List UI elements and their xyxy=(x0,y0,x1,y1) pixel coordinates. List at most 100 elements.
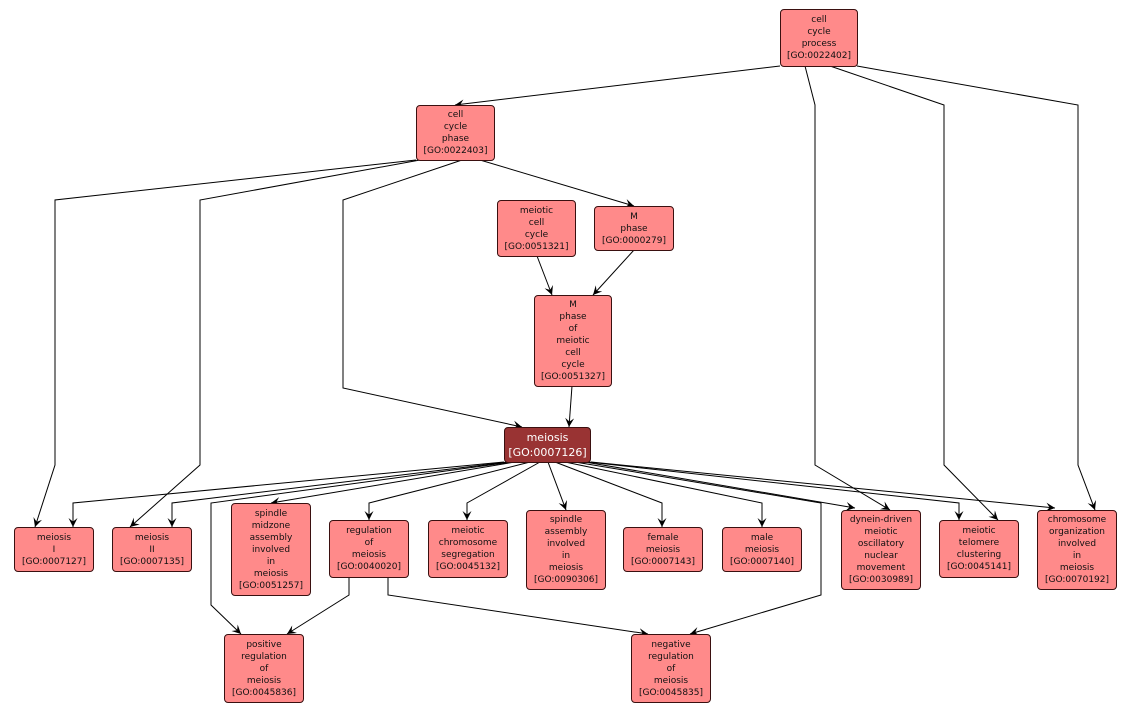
term-label-line: meiotic xyxy=(451,526,485,536)
term-label-line: meiosis xyxy=(253,568,289,579)
term-label-line: M xyxy=(569,300,577,310)
is-a-edge xyxy=(804,65,891,511)
term-id: [GO:0051257] xyxy=(238,580,304,591)
term-label-line: cycle xyxy=(807,27,831,37)
is-a-edge xyxy=(462,461,541,520)
term-label-line: telomere xyxy=(958,538,1000,548)
term-id: [GO:0045141] xyxy=(946,562,1012,572)
term-label-line: negative xyxy=(651,639,691,650)
is-a-edge xyxy=(856,65,1097,511)
term-id: [GO:0045836] xyxy=(231,687,297,698)
term-label-line: meiotic xyxy=(519,205,554,216)
term-label-line: meiosis xyxy=(548,563,584,573)
is-a-edge xyxy=(829,65,999,521)
term-label-line: meiosis xyxy=(645,544,681,555)
is-a-edge xyxy=(565,385,575,428)
term-label-line: M xyxy=(630,211,638,222)
term-label-line: cycle xyxy=(443,122,468,132)
term-label-line: spindle xyxy=(549,515,583,525)
term-label-line: of xyxy=(259,663,269,674)
term-label-line: segregation xyxy=(441,550,495,560)
term-label-line: meiotic xyxy=(864,527,898,537)
term-label-line: assembly xyxy=(249,532,293,543)
term-label-line: of xyxy=(364,538,374,548)
is-a-edge xyxy=(68,461,505,527)
is-a-edge xyxy=(364,461,531,520)
term-id: [GO:0022403] xyxy=(423,146,488,156)
is-a-edge xyxy=(129,159,421,528)
term-label-line: involved xyxy=(251,544,291,555)
term-label-line: process xyxy=(801,39,837,49)
go-term-chromosome-segregation[interactable]: meiotic chromosome segregation [GO:0045132] xyxy=(428,520,508,578)
term-id: [GO:0045835] xyxy=(638,687,704,698)
is-a-edge xyxy=(574,461,822,636)
term-label-line: meiosis xyxy=(246,675,282,686)
is-a-edge xyxy=(454,65,781,109)
term-label-line: organization xyxy=(1049,527,1105,537)
is-a-edge xyxy=(587,461,964,520)
term-label-line: female xyxy=(647,532,679,543)
is-a-edge xyxy=(342,159,523,430)
term-id: [GO:0007135] xyxy=(119,556,185,567)
term-id: [GO:0007140] xyxy=(729,556,795,567)
term-label-line: regulation xyxy=(241,651,287,662)
term-label-line: cell xyxy=(447,110,464,120)
term-label-line: meiosis xyxy=(744,544,780,555)
term-label-line: regulation xyxy=(346,526,392,536)
go-term-cell-cycle-phase[interactable]: cell cycle phase [GO:0022403] xyxy=(416,105,495,161)
is-a-edge xyxy=(547,461,568,511)
term-label-line: involved xyxy=(546,539,586,549)
term-label-line: cell xyxy=(565,348,581,358)
is-a-edge xyxy=(479,159,635,208)
term-id: [GO:0000279] xyxy=(601,235,667,246)
term-id: [GO:0007126] xyxy=(508,446,587,459)
term-label-line: cycle xyxy=(524,229,549,240)
term-id: [GO:0051327] xyxy=(540,372,606,382)
term-label-line: clustering xyxy=(956,550,1002,560)
is-a-edge xyxy=(584,461,856,511)
is-a-edge xyxy=(554,461,667,527)
term-label-line: meiotic xyxy=(556,336,590,346)
term-id: [GO:0070192] xyxy=(1044,575,1110,585)
go-term-spindle-assembly[interactable]: spindle assembly involved in meiosis [GO:0090… xyxy=(526,510,606,590)
term-label-line: nuclear xyxy=(864,551,898,561)
term-label-line: phase xyxy=(620,223,648,234)
term-label-line: positive xyxy=(246,639,282,650)
term-label-line: of xyxy=(666,663,676,674)
term-label-line: involved xyxy=(1057,539,1097,549)
term-label-line: spindle xyxy=(254,508,288,519)
term-id: [GO:0040020] xyxy=(336,562,402,572)
term-label-line: in xyxy=(561,551,571,561)
term-label-line: phase xyxy=(441,134,470,144)
term-label-line: movement xyxy=(856,563,906,573)
term-id: [GO:0045132] xyxy=(435,562,501,572)
term-id: [GO:0007127] xyxy=(21,556,87,567)
is-a-edge xyxy=(270,461,516,506)
term-label-line: oscillatory xyxy=(857,539,905,549)
term-id: [GO:0090306] xyxy=(533,575,599,585)
is-a-edge xyxy=(564,461,767,527)
go-term-meiosis[interactable]: meiosis[GO:0007126] xyxy=(504,427,591,463)
term-label-line: II xyxy=(149,544,155,555)
term-label-line: chromosome xyxy=(438,538,498,548)
term-label-line: assembly xyxy=(544,527,588,537)
is-a-edge xyxy=(536,255,553,296)
term-label-line: midzone xyxy=(251,520,291,531)
term-label-line: I xyxy=(52,544,56,555)
term-label-line: meiosis xyxy=(1059,563,1095,573)
